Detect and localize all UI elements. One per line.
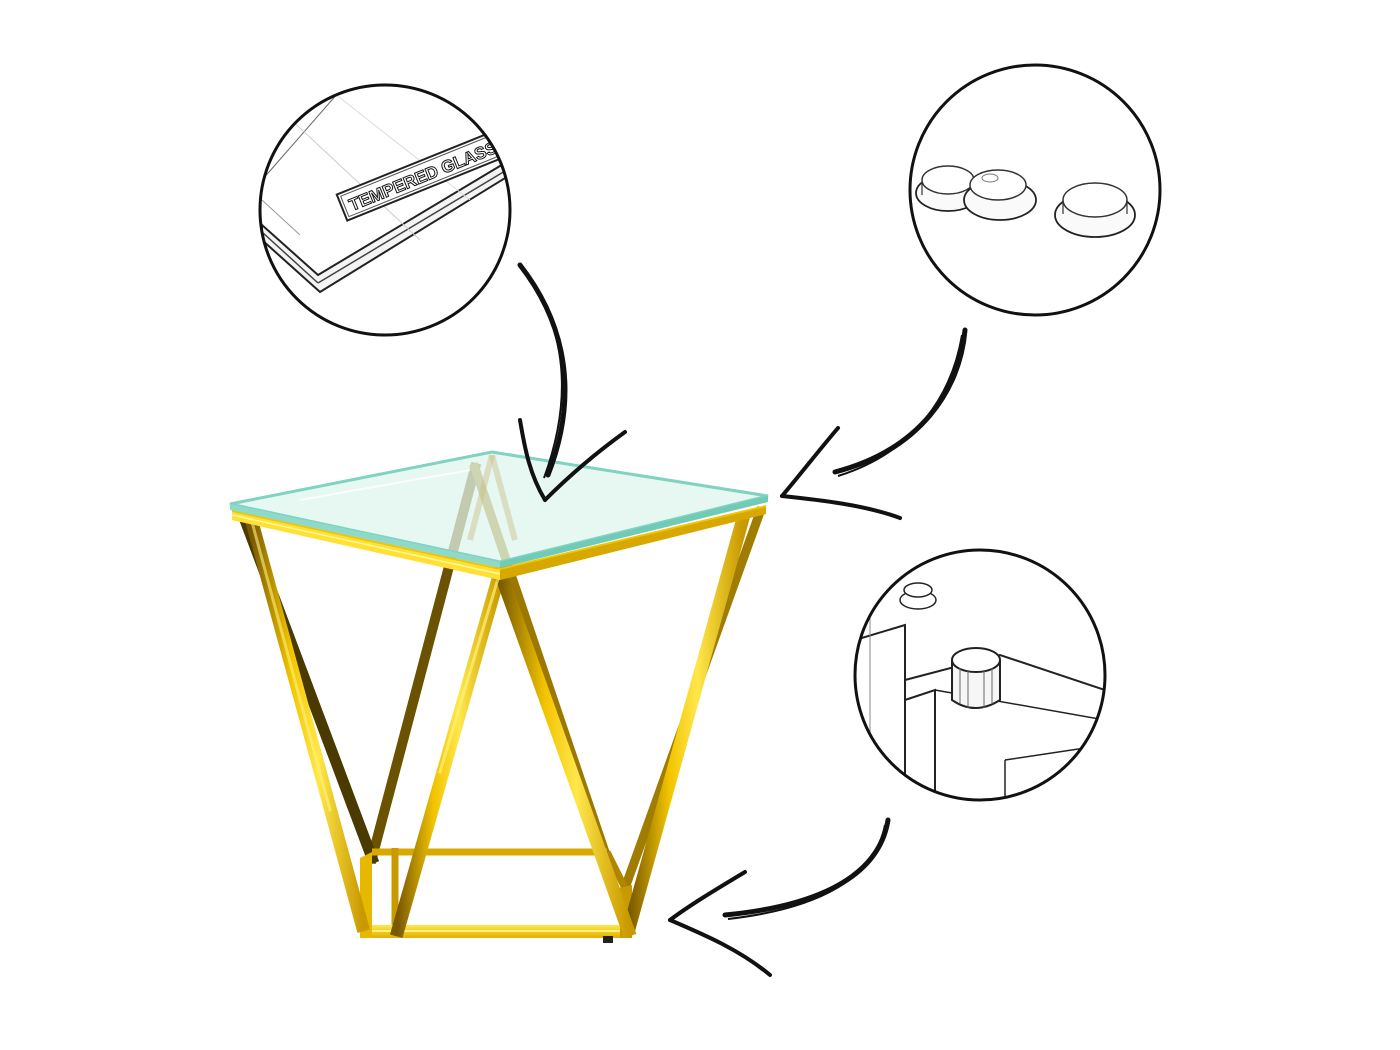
callout-ring xyxy=(853,548,1107,802)
glass-corner-icon: TEMPERED GLASS xyxy=(260,85,510,335)
arrow-to-glass-top xyxy=(517,262,627,502)
arrow-to-feet xyxy=(668,817,891,977)
leveling-foot-icon xyxy=(855,550,1105,800)
table-glass-top xyxy=(229,450,769,568)
table-top-frame xyxy=(231,505,766,580)
arrow-to-bumpers xyxy=(780,327,968,520)
callout-tempered-glass: TEMPERED GLASS xyxy=(258,83,627,502)
callout-bumpers xyxy=(780,63,1162,520)
callout-ring xyxy=(258,83,512,337)
callout-leveling-feet xyxy=(668,548,1107,977)
rubber-bumpers-icon xyxy=(910,65,1160,315)
side-table xyxy=(229,450,769,943)
table-front-legs xyxy=(244,513,751,939)
callout-ring xyxy=(908,63,1162,317)
